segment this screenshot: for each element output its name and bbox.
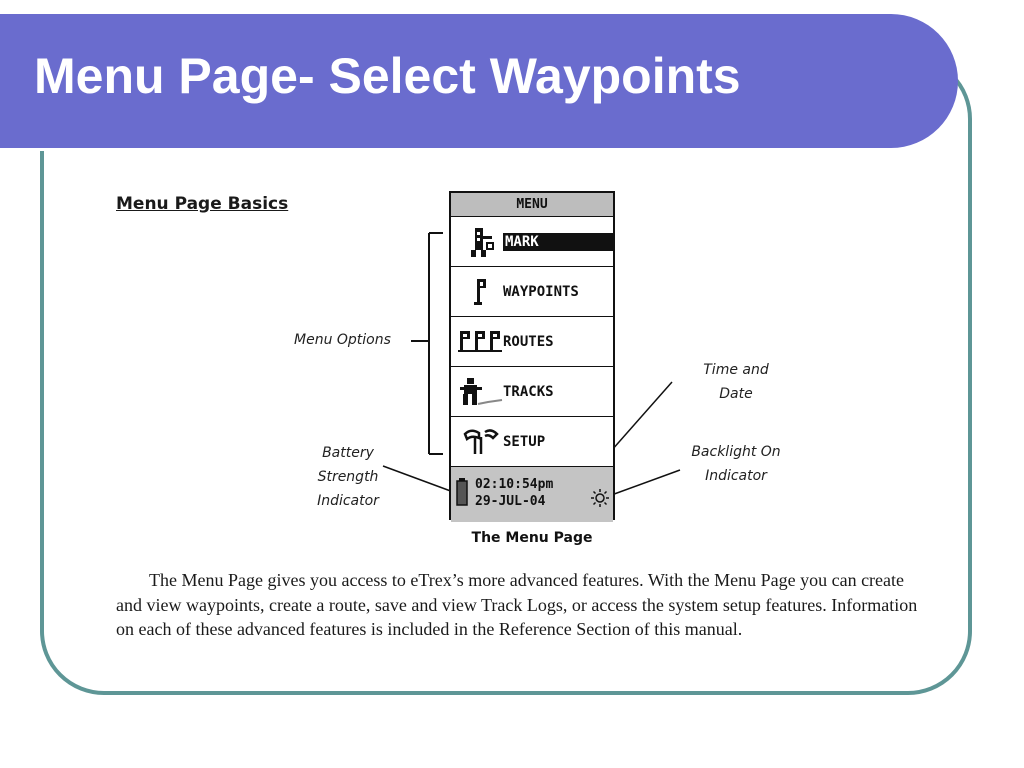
menu-label-waypoints: WAYPOINTS <box>503 284 579 300</box>
menu-label-mark: MARK <box>503 233 615 251</box>
annotation-time-date: Time and Date <box>703 362 769 402</box>
title-rule <box>0 148 904 151</box>
route-flags-icon <box>457 325 505 359</box>
menu-label-routes: ROUTES <box>503 334 554 350</box>
backlight-sun-icon <box>591 489 609 507</box>
annotation-backlight: Backlight On Indicator <box>691 444 781 484</box>
menu-header: MENU <box>451 193 613 217</box>
menu-label-tracks: TRACKS <box>503 384 554 400</box>
track-walker-icon <box>457 375 505 409</box>
annotation-menu-options: Menu Options <box>294 332 391 348</box>
date-readout: 29-JUL-04 <box>475 494 546 509</box>
mark-waypoint-icon <box>457 225 505 259</box>
menu-item-waypoints[interactable]: WAYPOINTS <box>451 267 613 317</box>
battery-icon <box>456 478 468 506</box>
annotation-battery: Battery Strength Indicator <box>317 445 379 509</box>
setup-tools-icon <box>457 425 505 459</box>
waypoint-flag-icon <box>457 275 505 309</box>
menu-item-tracks[interactable]: TRACKS <box>451 367 613 417</box>
menu-item-setup[interactable]: SETUP <box>451 417 613 467</box>
section-title: Menu Page Basics <box>116 194 289 214</box>
device-screen: MENU MARK <box>449 191 615 522</box>
time-readout: 02:10:54pm <box>475 477 554 492</box>
status-bar: 02:10:54pm 29-JUL-04 <box>451 467 613 522</box>
menu-item-routes[interactable]: ROUTES <box>451 317 613 367</box>
slide-title: Menu Page- Select Waypoints <box>34 48 741 104</box>
body-paragraph: The Menu Page gives you access to eTrex’… <box>116 570 918 639</box>
title-banner <box>0 14 958 151</box>
figure-caption: The Menu Page <box>471 530 593 546</box>
menu-item-mark[interactable]: MARK <box>451 217 615 267</box>
menu-label-setup: SETUP <box>503 434 546 450</box>
time-date-readout: 02:10:54pm 29-JUL-04 <box>475 476 553 510</box>
